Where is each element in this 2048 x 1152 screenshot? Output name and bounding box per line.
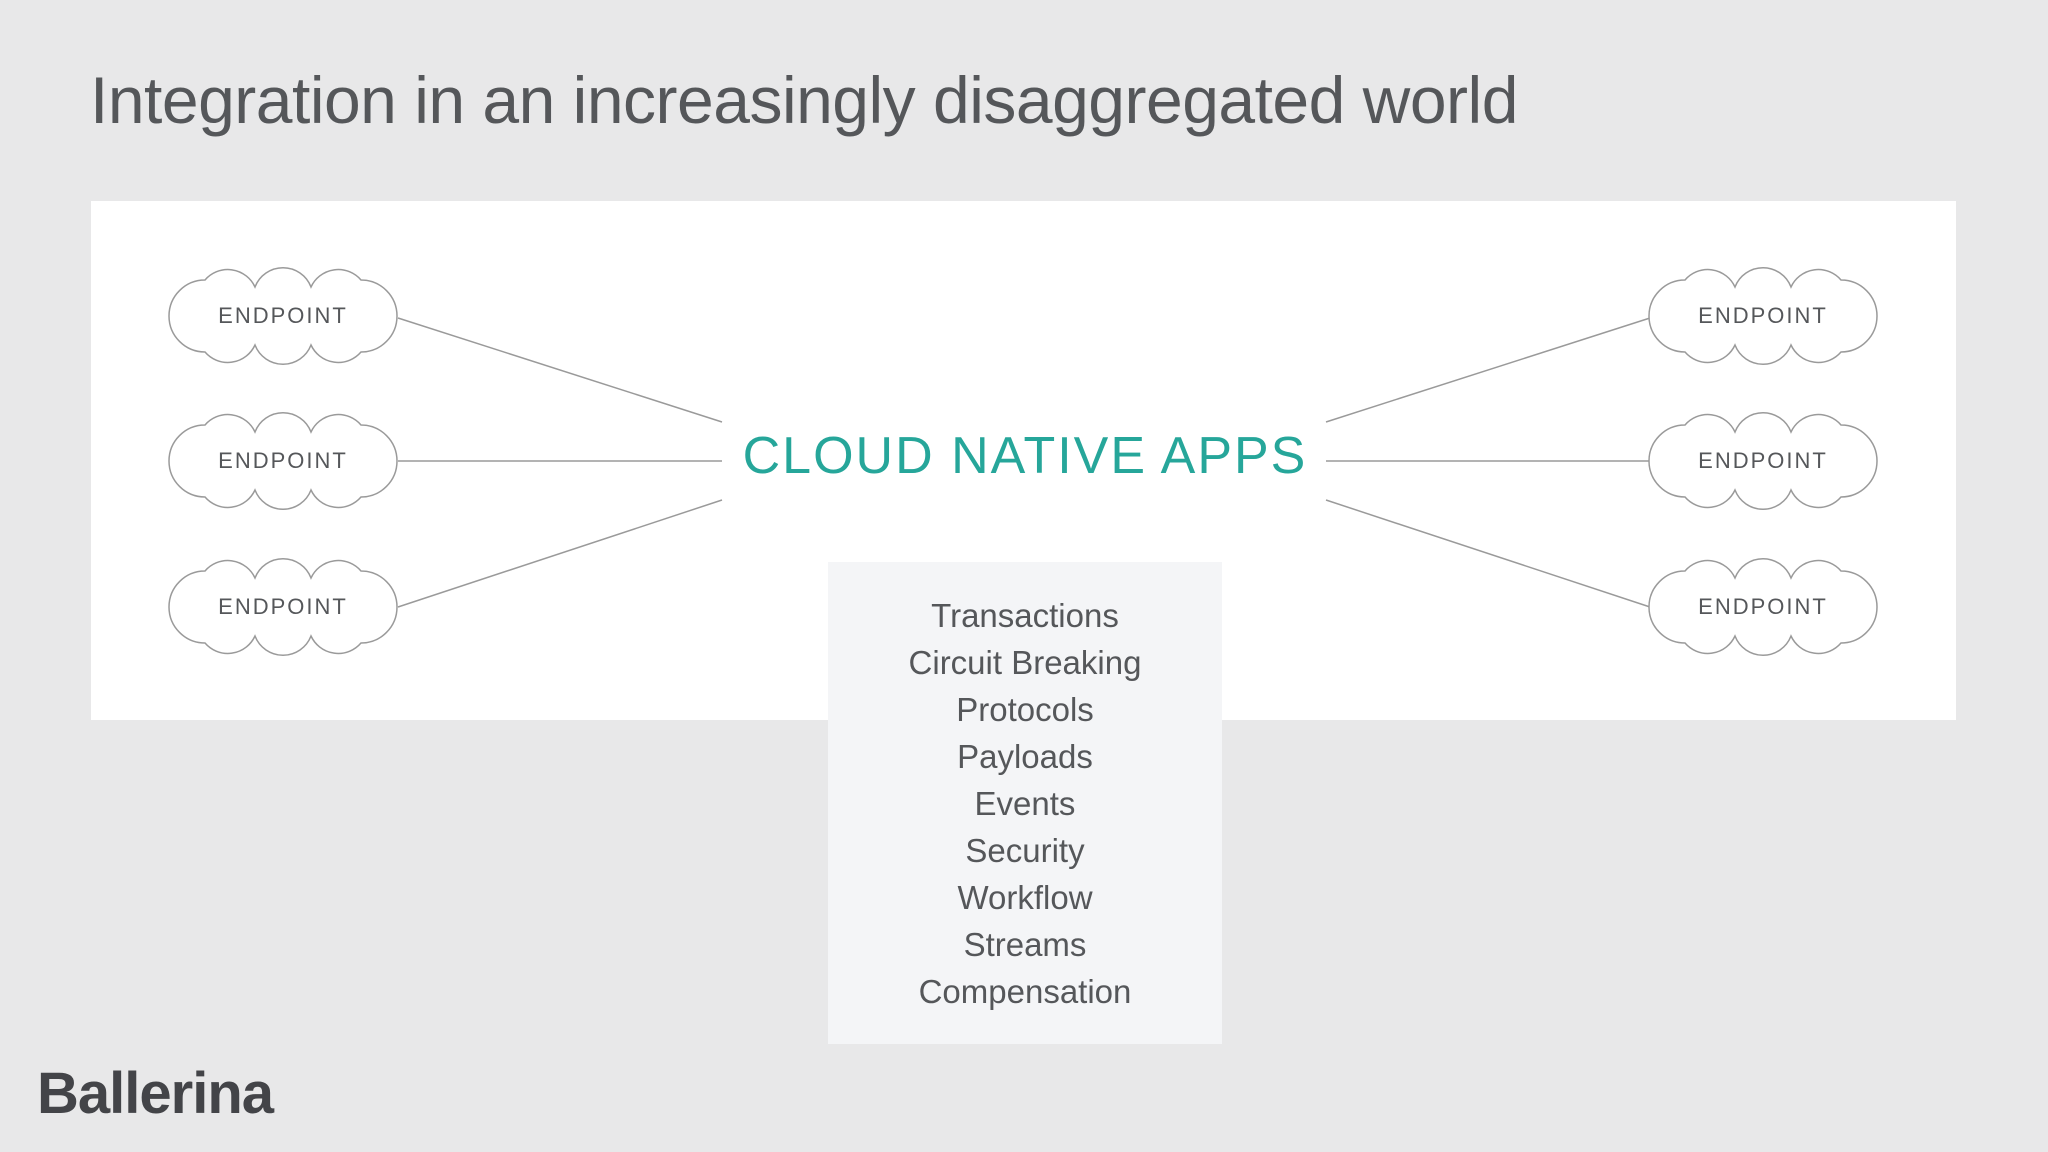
feature-item: Transactions [931, 597, 1119, 634]
cloud-shape-icon [1648, 412, 1878, 510]
endpoint-right-3: ENDPOINT [1648, 558, 1878, 656]
cloud-shape-icon [1648, 558, 1878, 656]
cloud-shape-icon [1648, 267, 1878, 365]
feature-item: Workflow [957, 879, 1093, 916]
endpoint-label: ENDPOINT [218, 594, 348, 619]
endpoint-label: ENDPOINT [1698, 594, 1828, 619]
endpoint-right-1: ENDPOINT [1648, 267, 1878, 365]
slide-title: Integration in an increasingly disaggreg… [90, 63, 1518, 137]
feature-item: Streams [963, 926, 1087, 963]
features-list: Transactions Circuit Breaking Protocols … [828, 592, 1222, 1015]
connector-line-right-bottom [1325, 499, 1651, 608]
features-box: Transactions Circuit Breaking Protocols … [828, 562, 1222, 1044]
feature-item: Events [974, 785, 1076, 822]
feature-item: Payloads [957, 738, 1093, 775]
connector-line-left-top [397, 317, 723, 423]
endpoint-label: ENDPOINT [1698, 448, 1828, 473]
endpoint-label: ENDPOINT [218, 448, 348, 473]
feature-item: Compensation [918, 973, 1132, 1010]
ballerina-logo: Ballerina [37, 1061, 274, 1126]
endpoint-left-1: ENDPOINT [168, 267, 398, 365]
endpoint-left-3: ENDPOINT [168, 558, 398, 656]
endpoint-label: ENDPOINT [218, 303, 348, 328]
cloud-shape-icon [168, 267, 398, 365]
cloud-shape-icon [168, 558, 398, 656]
endpoint-left-2: ENDPOINT [168, 412, 398, 510]
cloud-shape-icon [168, 412, 398, 510]
endpoint-right-2: ENDPOINT [1648, 412, 1878, 510]
cloud-native-apps-label: CLOUD NATIVE APPS [742, 427, 1308, 485]
connector-line-left-bottom [397, 499, 723, 608]
connector-line-right-top [1325, 317, 1651, 423]
feature-item: Protocols [956, 691, 1094, 728]
feature-item: Security [965, 832, 1085, 869]
endpoint-label: ENDPOINT [1698, 303, 1828, 328]
feature-item: Circuit Breaking [908, 644, 1142, 681]
